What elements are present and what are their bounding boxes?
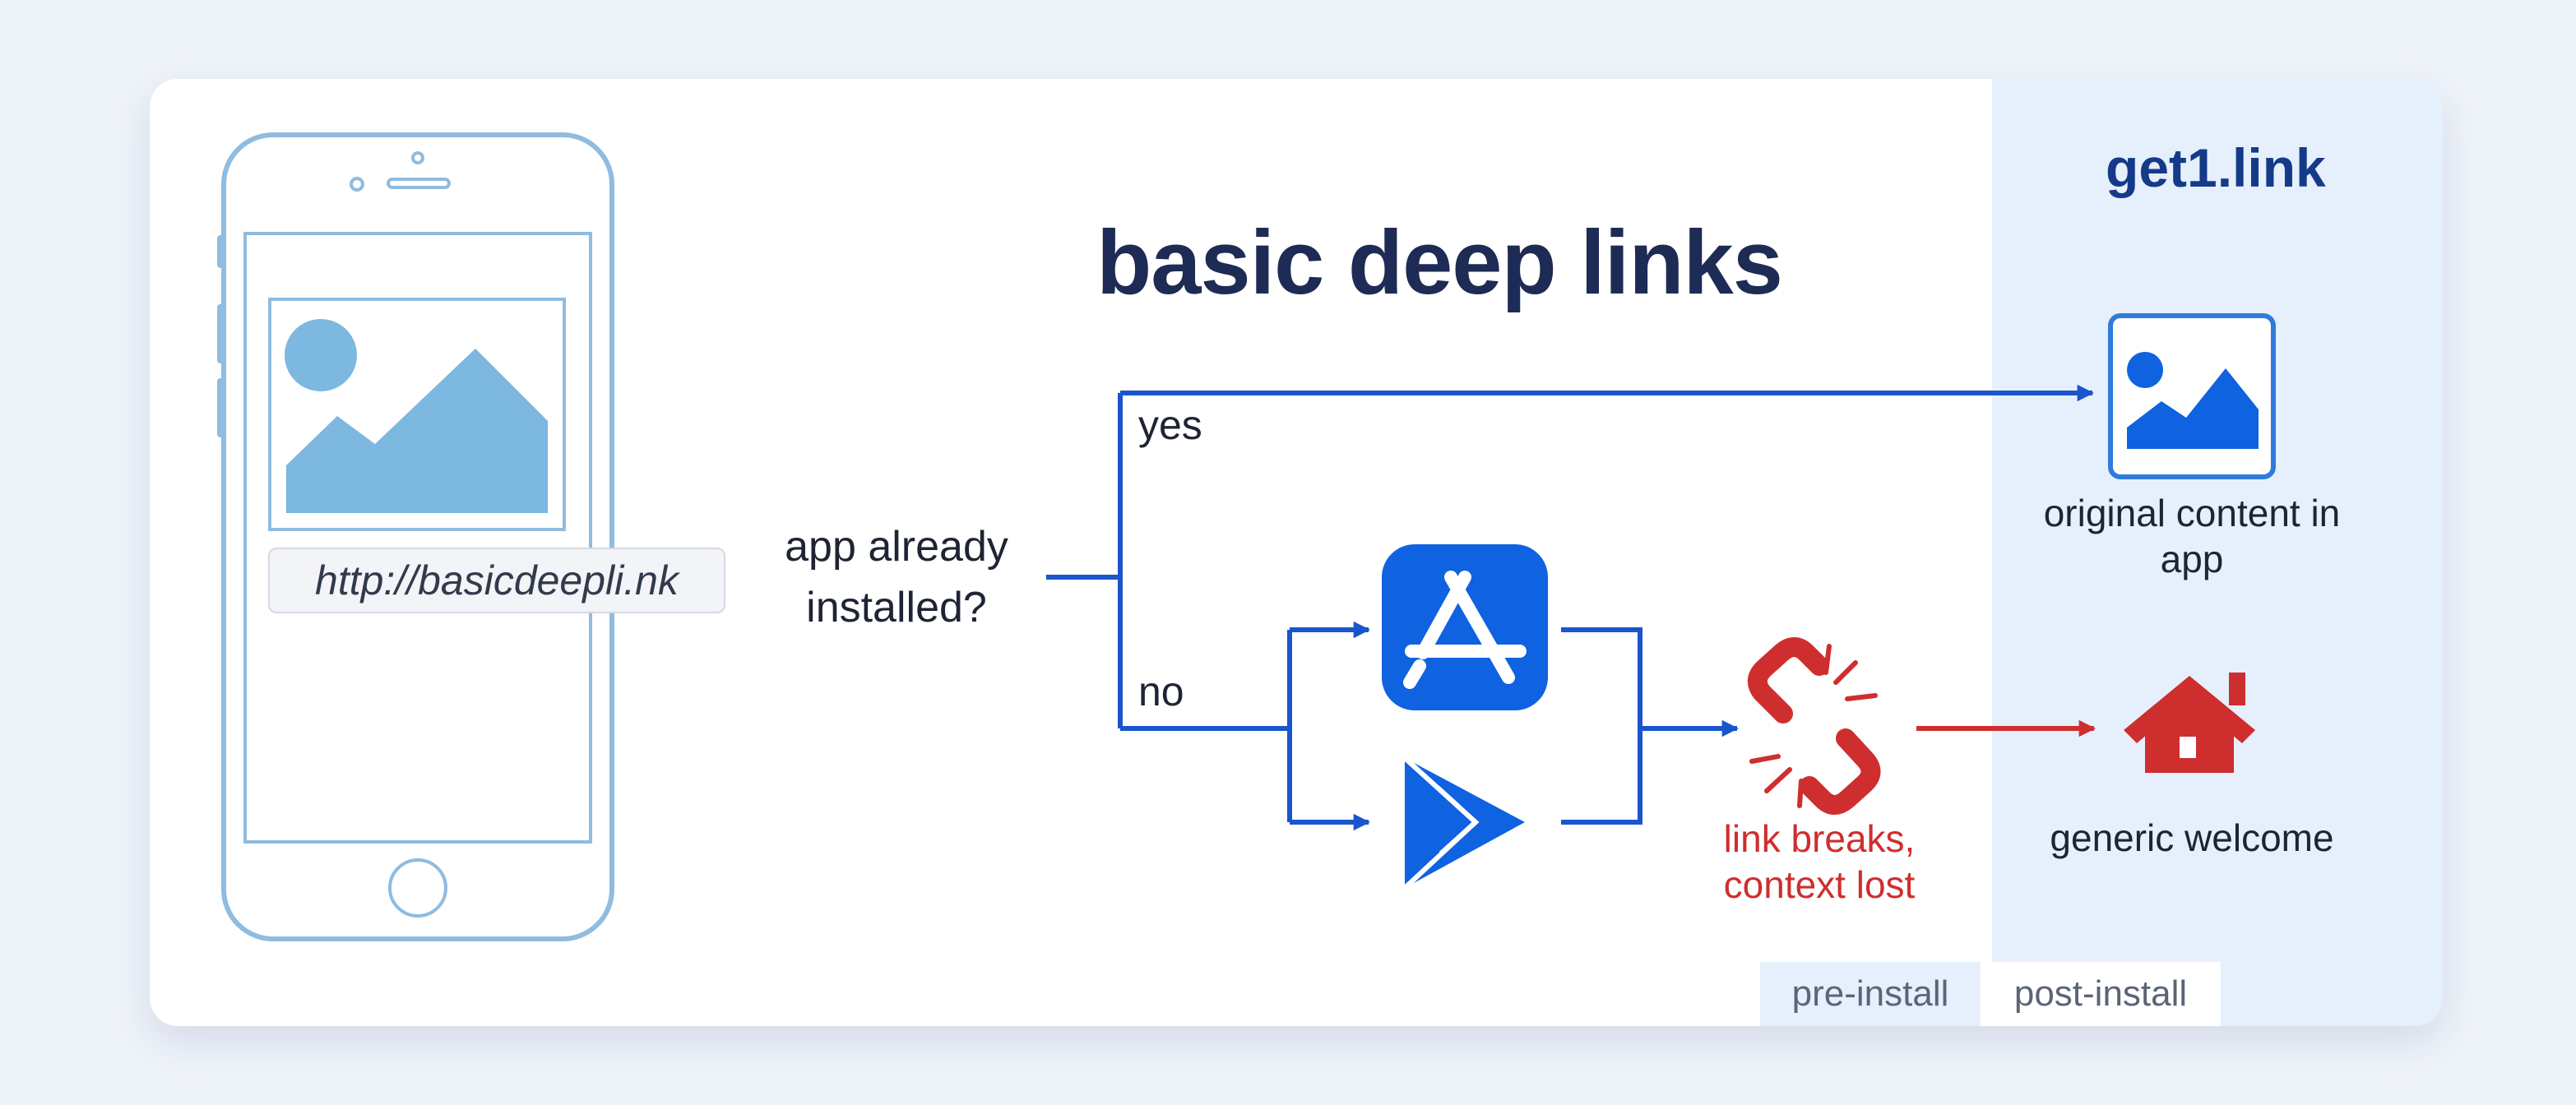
broken-link-icon [1747, 637, 1881, 815]
post-install-panel [1992, 79, 2443, 1026]
tab-pre-install-label: pre-install [1791, 973, 1949, 1014]
brand-logo: get1.link [2106, 137, 2326, 198]
phone-icon [217, 132, 614, 941]
page-title: basic deep links [1096, 212, 1783, 313]
url-text: http://basicdeepli.nk [315, 557, 679, 603]
no-label: no [1138, 668, 1184, 714]
original-content-label: original content in app [2043, 492, 2341, 580]
store-merge [1561, 627, 1642, 825]
url-bar: http://basicdeepli.nk [268, 548, 725, 613]
app-store-icon [1382, 544, 1548, 710]
original-content-image-icon [2108, 313, 2276, 479]
tab-pre-install[interactable]: pre-install [1760, 962, 1981, 1026]
image-icon [268, 298, 566, 531]
flow-connectors [1046, 384, 2095, 831]
decision-question: app already installed? [785, 523, 1008, 631]
tab-post-install[interactable]: post-install [1981, 962, 2221, 1026]
home-icon [2124, 673, 2255, 773]
generic-welcome-label: generic welcome [2050, 816, 2334, 859]
yes-label: yes [1138, 402, 1202, 448]
play-store-icon [1402, 756, 1525, 890]
link-breaks-label: link breaks, context lost [1723, 817, 1916, 906]
tab-post-install-label: post-install [2013, 973, 2188, 1014]
